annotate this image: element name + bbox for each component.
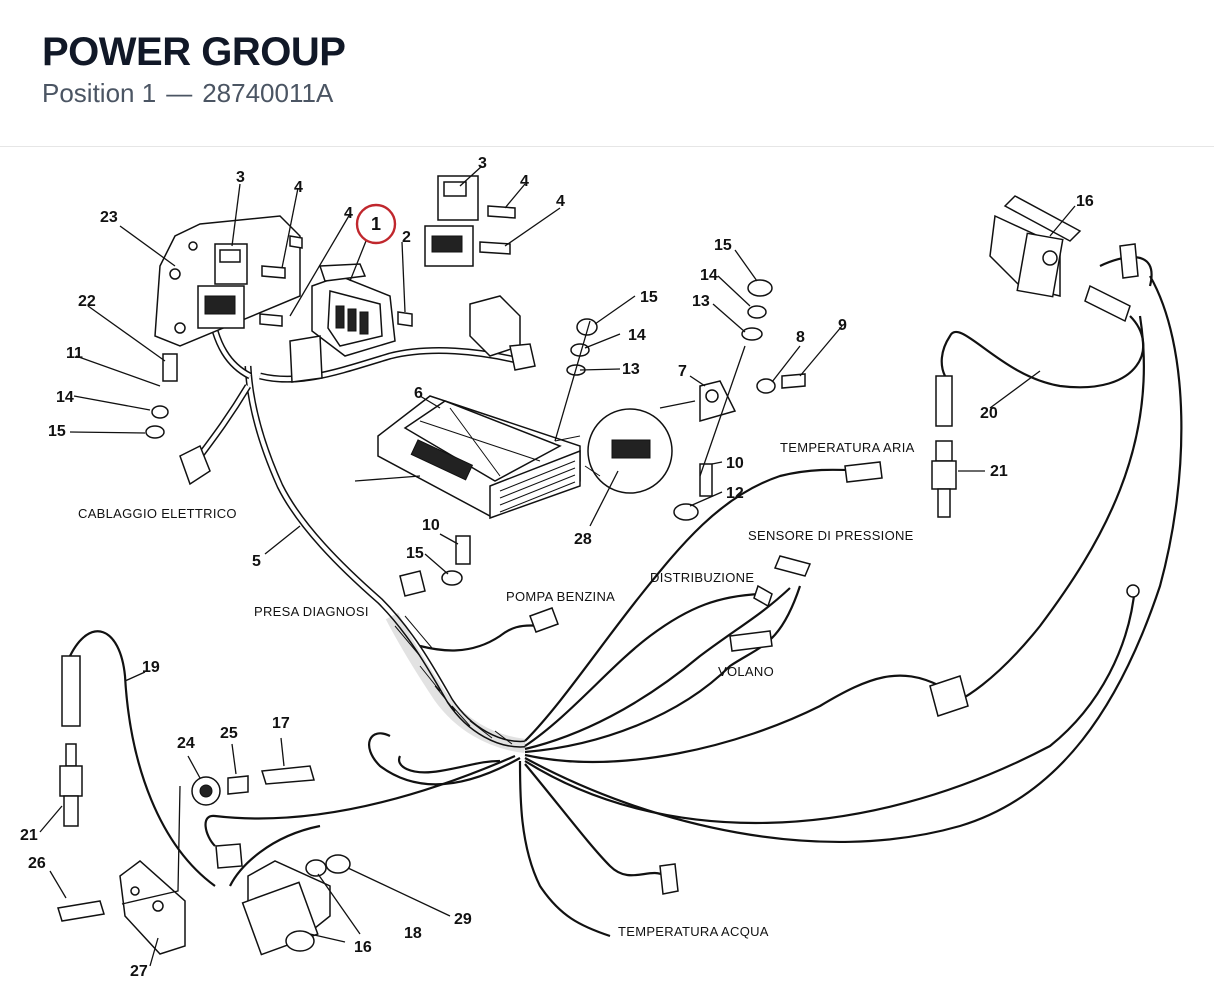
part-code: 28740011A: [202, 78, 334, 108]
position-label: Position 1: [42, 78, 157, 108]
callout-labels: 2 3 3 4 4 4 4 5 6 7 8 9 10 10 11 12 13 1…: [20, 155, 1094, 980]
page-title: POWER GROUP: [42, 30, 346, 74]
caption-pompa-benzina: POMPA BENZINA: [506, 589, 615, 604]
callout-1: 1: [371, 214, 381, 234]
callout-14-center: 14: [628, 327, 646, 344]
callout-16-bottom: 16: [354, 939, 372, 956]
callout-6: 6: [414, 385, 423, 402]
callout-9: 9: [838, 317, 847, 334]
highlight-callout-1[interactable]: 1: [355, 203, 397, 245]
callout-13-center: 13: [622, 361, 640, 378]
caption-temperatura-aria: TEMPERATURA ARIA: [780, 440, 915, 455]
callout-8: 8: [796, 329, 805, 346]
harness-connector: [469, 295, 536, 371]
callout-10-right: 10: [726, 455, 744, 472]
bracket-27: [57, 860, 186, 955]
callout-29: 29: [454, 911, 472, 928]
callout-19: 19: [142, 659, 160, 676]
spark-plug-21-right: [931, 375, 957, 518]
wiring-harness: [69, 255, 1183, 938]
ecu-connector-1: [289, 263, 413, 383]
callout-20: 20: [980, 405, 998, 422]
callout-15-center: 15: [640, 289, 658, 306]
callout-21-left: 21: [20, 827, 38, 844]
page-subtitle: Position 1 — 28740011A: [42, 78, 333, 109]
caption-sensore-pressione: SENSORE DI PRESSIONE: [748, 528, 914, 543]
callout-4-left: 4: [294, 179, 303, 196]
callout-3-top: 3: [478, 155, 487, 172]
small-connectors: [179, 243, 1140, 895]
callout-14-right: 14: [700, 267, 718, 284]
bracket-7: [699, 380, 737, 422]
sensor-parts: [191, 765, 315, 806]
callout-25: 25: [220, 725, 238, 742]
highlight-ring: [355, 203, 397, 245]
callout-16-top: 16: [1076, 193, 1094, 210]
callout-23: 23: [100, 209, 118, 226]
callout-18: 18: [404, 925, 422, 942]
callout-24: 24: [177, 735, 195, 752]
chip-28-detail: [554, 408, 673, 494]
wire-captions: CABLAGGIO ELETTRICO PRESA DIAGNOSI POMPA…: [78, 440, 915, 939]
caption-presa-diagnosi: PRESA DIAGNOSI: [254, 604, 369, 619]
callout-13-right: 13: [692, 293, 710, 310]
caption-cablaggio-elettrico: CABLAGGIO ELETTRICO: [78, 506, 237, 521]
caption-distribuzione: DISTRIBUZIONE: [650, 570, 754, 585]
subtitle-separator: —: [166, 78, 193, 108]
caption-temperatura-acqua: TEMPERATURA ACQUA: [618, 924, 769, 939]
callout-12: 12: [726, 485, 744, 502]
callout-3-left: 3: [236, 169, 245, 186]
callout-4-right: 4: [556, 193, 565, 210]
callout-15-lower: 15: [406, 545, 424, 562]
callout-14-left: 14: [56, 389, 74, 406]
page-header: POWER GROUP Position 1 — 28740011A: [0, 0, 1214, 147]
callout-26: 26: [28, 855, 46, 872]
callout-10-left: 10: [422, 517, 440, 534]
callout-15-left: 15: [48, 423, 66, 440]
callout-21-right: 21: [990, 463, 1008, 480]
caption-volano: VOLANO: [718, 664, 774, 679]
ecu-unit-6: [377, 395, 581, 520]
callout-22: 22: [78, 293, 96, 310]
callout-5: 5: [252, 553, 261, 570]
callout-27: 27: [130, 963, 148, 980]
callout-15-right: 15: [714, 237, 732, 254]
exploded-parts-diagram: 2 3 3 4 4 4 4 5 6 7 8 9 10 10 11 12 13 1…: [20, 155, 1183, 980]
screw-4-left: [259, 235, 303, 327]
callout-4-top: 4: [520, 173, 529, 190]
spark-plug-21-left: [59, 655, 83, 827]
callout-7: 7: [678, 363, 687, 380]
relay-3-left: [197, 243, 248, 329]
callout-11: 11: [66, 345, 83, 362]
callout-28: 28: [574, 531, 592, 548]
ignition-coil-16-bottom: [241, 854, 351, 956]
callout-17: 17: [272, 715, 290, 732]
callout-2: 2: [402, 229, 411, 246]
leader-lines: [39, 165, 1076, 967]
relay-3-top: [424, 175, 516, 267]
ignition-coil-16-top: [989, 195, 1082, 298]
callout-4-center: 4: [344, 205, 353, 222]
plug-boot-20: [1084, 284, 1131, 323]
